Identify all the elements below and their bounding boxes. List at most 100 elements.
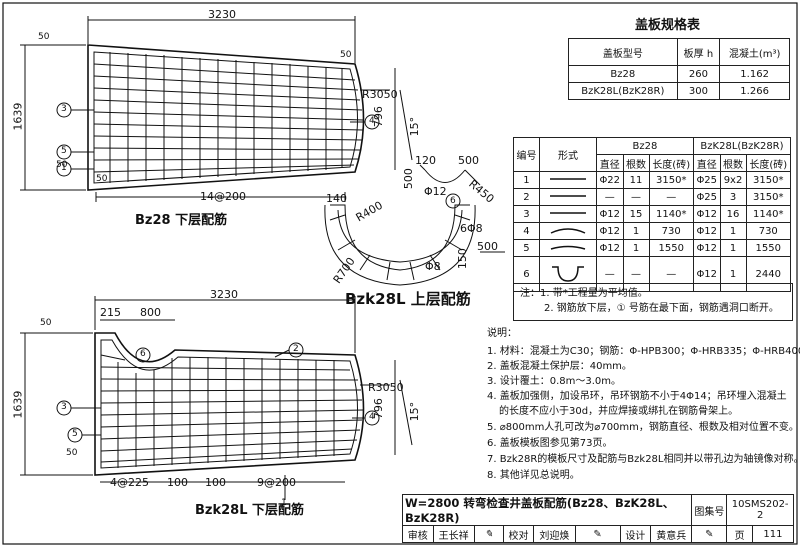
bzk28l-plate-outline	[94, 332, 365, 476]
check-label: 校对	[502, 525, 535, 543]
upper-d500b: 500	[401, 168, 415, 190]
bzk28l-callout-1: 1	[281, 498, 287, 508]
bzk28l-callout-6: 6	[140, 349, 146, 359]
note-3: 3. 设计覆土：0.8m～3.0m。	[487, 376, 622, 387]
review-name: 王长祥	[432, 525, 475, 543]
check-name: 刘迎焕	[533, 525, 576, 543]
spec-table-title: 盖板规格表	[635, 18, 701, 33]
upper-d120: 120	[415, 154, 436, 167]
rebar-cell: 730	[745, 222, 791, 240]
bz28-angle: 15°	[408, 116, 422, 137]
rebar-cell: 3150*	[745, 188, 791, 206]
bz28-edge4: 50	[96, 174, 108, 184]
notes-title: 说明：	[487, 328, 517, 339]
rebar-cell: Φ12	[595, 222, 624, 240]
rebar-cell: Φ25	[692, 188, 721, 206]
rebar-shape-arc	[538, 222, 597, 240]
rebar-subheader: 直径	[692, 154, 721, 172]
bzk28l-dim-bottom-a: 4@225	[110, 476, 149, 489]
rebar-cell: Φ12	[595, 205, 624, 223]
table-row: 2 — — — Φ25 3 3150*	[513, 188, 791, 206]
rebar-cell: 3150*	[648, 171, 694, 189]
rebar-cell: 11	[622, 171, 650, 189]
bzk28l-radius: R3050	[368, 381, 404, 394]
spec-cell: BzK28L(BzK28R)	[568, 82, 678, 100]
table-row: 3 Φ12 15 1140* Φ12 16 1140*	[513, 205, 791, 223]
rebar-header-group2: BzK28L(BzK28R)	[692, 137, 792, 155]
rebar-subheader: 长度(砖)	[648, 154, 694, 172]
atlas-label: 图集号	[691, 494, 728, 526]
rebar-subheader: 长度(砖)	[745, 154, 791, 172]
upper-phi12: Φ12	[424, 185, 447, 198]
bz28-dim-bottom: 14@200	[200, 190, 246, 203]
rebar-no: 6	[513, 256, 540, 292]
rebar-header-group1: Bz28	[595, 137, 694, 155]
rebar-shape-straight	[538, 188, 597, 206]
rebar-cell: 9x2	[719, 171, 747, 189]
bzk28l-upper-label: Bzk28L 上层配筋	[345, 290, 471, 308]
rebar-cell: 1550	[745, 239, 791, 257]
bz28-edge3: 50	[56, 160, 68, 170]
rebar-cell: Φ12	[692, 205, 721, 223]
bzk28l-dim-800: 800	[140, 306, 161, 319]
page-no: 111	[751, 525, 795, 543]
spec-cell: Bz28	[568, 65, 678, 83]
check-signature: ✎	[574, 525, 621, 543]
rebar-header-no: 编号	[513, 137, 540, 172]
rebar-cell: 2440	[745, 256, 791, 292]
page-label: 页	[726, 525, 753, 543]
rebar-cell: Φ25	[692, 171, 721, 189]
rebar-cell: 3150*	[745, 171, 791, 189]
bzk28l-callout-3: 3	[61, 402, 67, 412]
rebar-cell: 1140*	[745, 205, 791, 223]
bzk28l-upper-rebar	[324, 164, 505, 286]
rebar-cell: 3	[719, 188, 747, 206]
rebar-cell: 1	[622, 239, 650, 257]
rebar-table: 编号 形式 Bz28 BzK28L(BzK28R) 直径 根数 长度(砖) 直径…	[513, 137, 792, 292]
bzk28l-dim-bottom-b: 100	[167, 476, 188, 489]
bz28-callout-5: 5	[61, 146, 67, 156]
bzk28l-callout-2: 2	[293, 344, 299, 354]
rebar-cell: —	[648, 188, 694, 206]
main-title: W=2800 转弯检查井盖板配筋(Bz28、BzK28L、BzK28R)	[401, 494, 693, 526]
table-notes-box	[513, 283, 793, 321]
bzk28l-grid-horizontal	[100, 354, 364, 463]
bzk28l-callout-4: 4	[369, 412, 375, 422]
bzk28l-lower-label: Bzk28L 下层配筋	[195, 503, 305, 518]
note-2: 2. 盖板混凝土保护层：40mm。	[487, 361, 632, 372]
upper-d500c: 500	[477, 240, 498, 253]
table-row: 6 — — — Φ12 1 2440	[513, 256, 791, 292]
bzk28l-dim-top: 3230	[210, 288, 238, 301]
rebar-cell: Φ12	[595, 239, 624, 257]
bzk28l-grid-vertical	[117, 357, 335, 468]
rebar-cell: 1	[622, 222, 650, 240]
table-row: Bz28 260 1.162	[568, 65, 790, 83]
rebar-cell: 1	[719, 256, 747, 292]
bzk28l-dim-bottom-c: 100	[205, 476, 226, 489]
spec-header-thickness: 板厚 h	[676, 38, 721, 66]
rebar-subheader: 直径	[595, 154, 624, 172]
rebar-no: 2	[513, 188, 540, 206]
bz28-edge1: 50	[38, 32, 50, 42]
table-row: 4 Φ12 1 730 Φ12 1 730	[513, 222, 791, 240]
bzk28l-dim-215: 215	[100, 306, 121, 319]
bz28-callout-3: 3	[61, 104, 67, 114]
note-7: 7. Bzk28R的模板尺寸及配筋与Bzk28L相同并以带孔边为轴镜像对称。	[487, 454, 800, 465]
rebar-cell: Φ12	[692, 222, 721, 240]
spec-header-type: 盖板型号	[568, 38, 678, 66]
upper-d500a: 500	[458, 154, 479, 167]
spec-cell: 1.266	[719, 82, 790, 100]
rebar-subheader: 根数	[719, 154, 747, 172]
spec-cell: 1.162	[719, 65, 790, 83]
bz28-grid-horizontal	[93, 63, 364, 173]
rebar-cell: Φ12	[692, 239, 721, 257]
rebar-shape-straight	[538, 205, 597, 223]
note-6: 6. 盖板模板图参见第73页。	[487, 438, 613, 449]
bz28-radius: R3050	[362, 88, 398, 101]
rebar-shape-hook	[538, 256, 597, 292]
spec-header-concrete: 混凝土(m³)	[719, 38, 790, 66]
rebar-no: 3	[513, 205, 540, 223]
design-label: 设计	[619, 525, 652, 543]
bzk28l-edge1: 50	[40, 318, 52, 328]
